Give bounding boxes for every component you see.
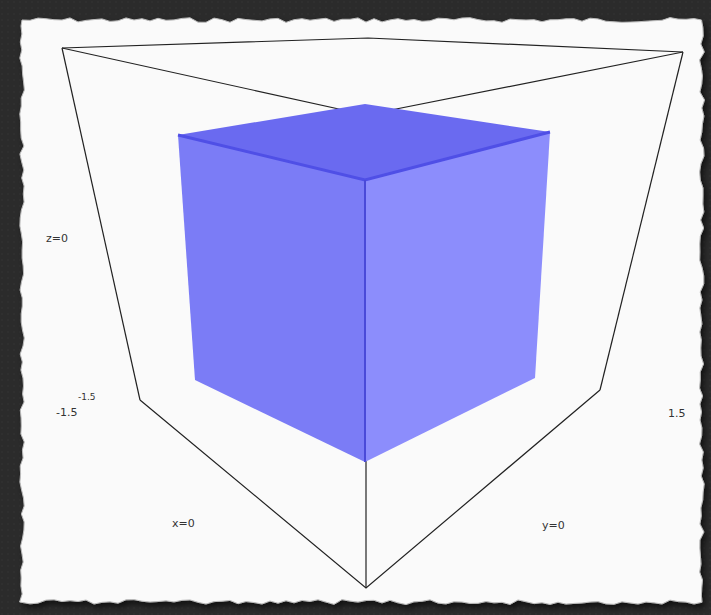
tick-label: -1.5	[78, 393, 96, 403]
tick-label: -1.5	[56, 407, 77, 419]
axis-label: y=0	[542, 520, 565, 532]
axis-label: x=0	[172, 518, 195, 530]
bounding-box	[62, 38, 683, 588]
axis-label: z=0	[46, 233, 68, 245]
tick-label: 1.5	[668, 408, 686, 420]
blue-cube	[178, 104, 550, 462]
torn-paper	[20, 18, 705, 605]
